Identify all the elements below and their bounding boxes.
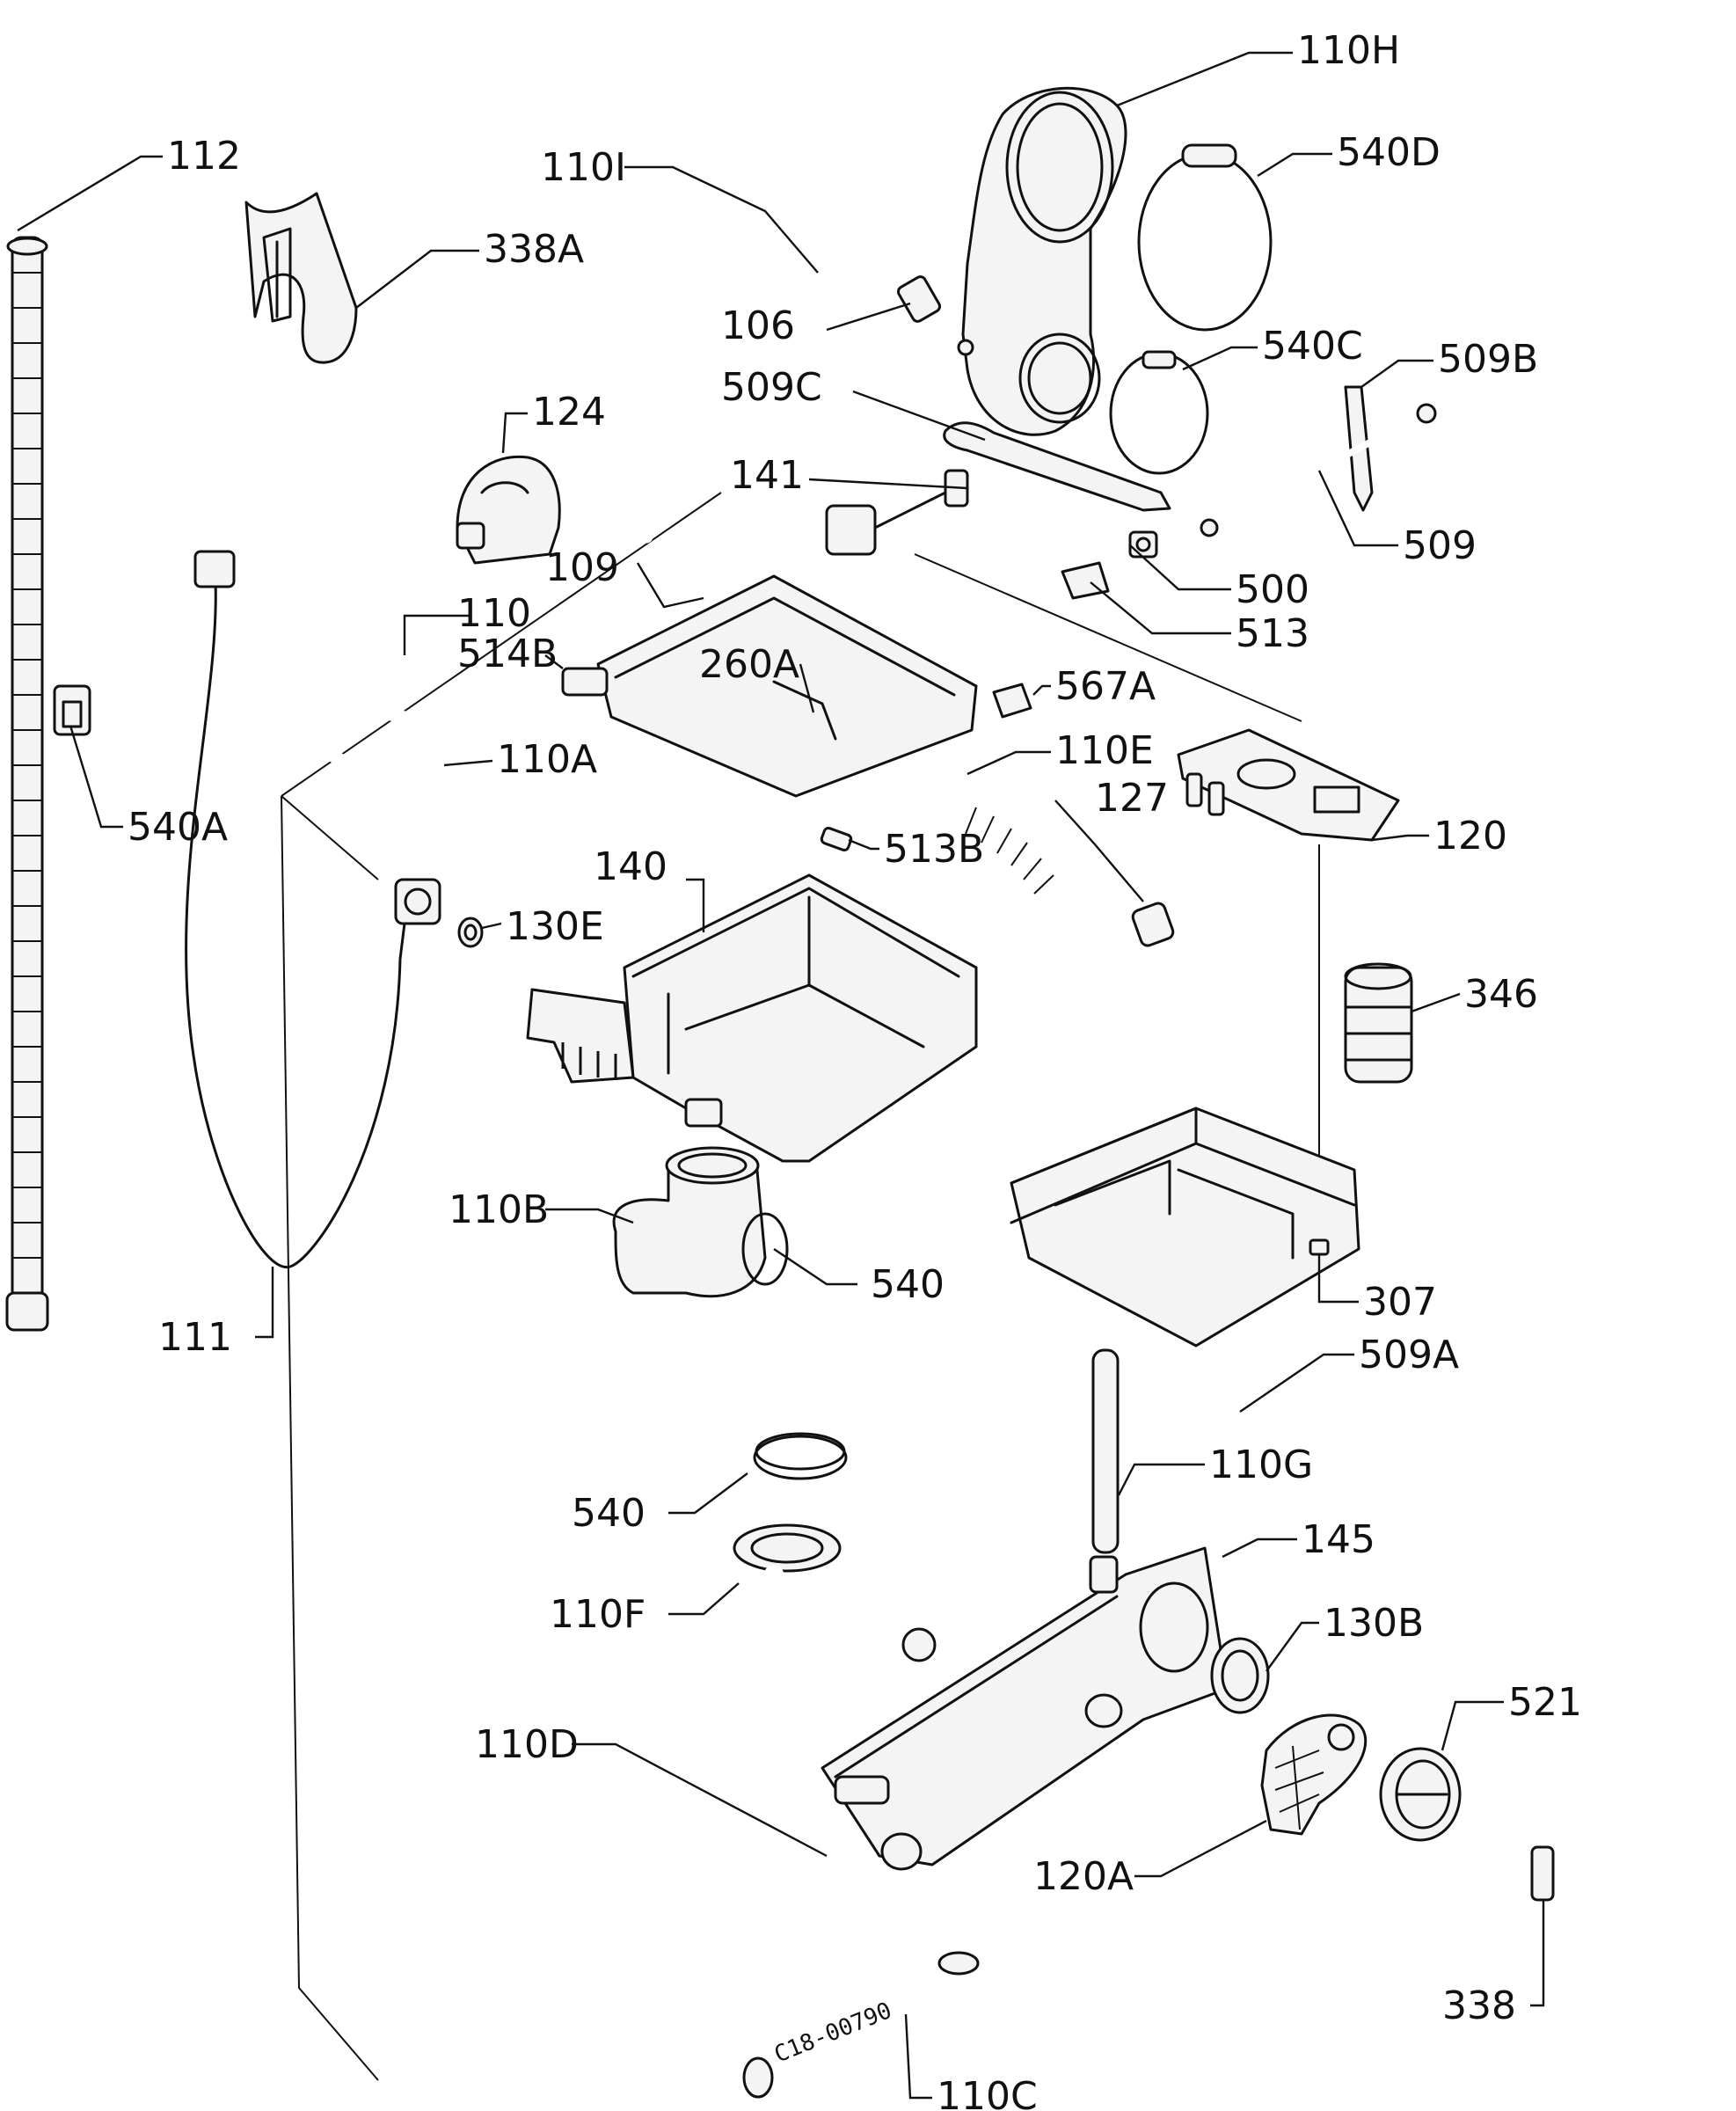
label-110I: 110I: [541, 145, 626, 190]
part-109-frame: [561, 574, 978, 798]
part-106-connector: [896, 275, 942, 323]
label-338A: 338A: [484, 227, 584, 272]
cabinet-outline: [281, 492, 1320, 2081]
label-109: 109: [545, 545, 619, 590]
label-500: 500: [1236, 567, 1309, 612]
label-140: 140: [594, 844, 667, 889]
label-540-lower: 540: [572, 1491, 646, 1536]
label-110B: 110B: [449, 1187, 549, 1232]
part-112-corrugated-hose: [5, 236, 49, 1332]
label-120A: 120A: [1033, 1854, 1134, 1899]
label-120: 120: [1433, 814, 1507, 858]
label-346: 346: [1464, 972, 1538, 1017]
part-338-clip: [1530, 1845, 1555, 1902]
part-labels: 110H 540D 112 110I 338A 106 540C 509B 50…: [128, 28, 1582, 2111]
label-509A: 509A: [1359, 1333, 1459, 1377]
label-260A: 260A: [699, 642, 799, 687]
label-110E: 110E: [1055, 728, 1154, 773]
label-112: 112: [167, 134, 241, 179]
part-509A-rod: [1035, 1299, 1238, 1414]
label-111: 111: [158, 1315, 232, 1360]
label-540C: 540C: [1262, 324, 1363, 369]
part-540-clamp-upper: [741, 1212, 789, 1286]
part-110D-hose: [761, 1852, 844, 1997]
label-338: 338: [1442, 1983, 1516, 2028]
part-110H-housing: [957, 86, 1127, 436]
part-111-inlet-hose: [185, 550, 441, 1269]
part-509C-arm: [943, 421, 1171, 512]
leader-lines: [17, 51, 1545, 2100]
part-513B-clip: [820, 826, 853, 852]
part-110A-hose: [298, 683, 574, 825]
label-110G: 110G: [1209, 1443, 1313, 1487]
label-106: 106: [721, 303, 795, 348]
label-110F: 110F: [550, 1592, 646, 1637]
part-110B-elbow: [612, 1146, 767, 1298]
label-513: 513: [1236, 611, 1309, 656]
part-120-lid: [1177, 728, 1400, 842]
label-540A: 540A: [128, 805, 228, 850]
part-110F-funnel: [733, 1523, 937, 1669]
part-567A-plate: [992, 683, 1032, 719]
part-540A-clip: [53, 684, 91, 736]
part-540D-clamp: [1137, 143, 1273, 332]
label-145: 145: [1302, 1517, 1375, 1562]
part-120A-filter: [1260, 1713, 1368, 1836]
part-110I-hose: [631, 177, 922, 544]
part-110-hose: [293, 602, 561, 730]
part-521-cap: [1379, 1747, 1462, 1842]
part-130E-washer: [457, 917, 484, 948]
part-500-switch: [1128, 530, 1158, 559]
part-110E-corrugated-hose: [924, 797, 1112, 939]
label-307: 307: [1363, 1280, 1437, 1325]
part-540-clamp-lower: [753, 1432, 848, 1480]
part-130B-ring: [1210, 1637, 1270, 1714]
label-521: 521: [1508, 1680, 1582, 1725]
label-124: 124: [532, 390, 606, 435]
label-509C: 509C: [721, 365, 822, 410]
label-110H: 110H: [1297, 28, 1400, 73]
part-127-connector: [1131, 902, 1210, 1167]
label-141: 141: [730, 453, 804, 498]
part-140-dispenser-housing: [526, 873, 978, 1163]
label-567A: 567A: [1055, 664, 1156, 709]
part-346-bellows: [1344, 962, 1413, 1084]
label-130B: 130B: [1324, 1601, 1424, 1646]
part-338A-hose-guide: [244, 192, 358, 364]
label-540D: 540D: [1337, 130, 1441, 175]
label-514B: 514B: [457, 632, 558, 676]
part-540C-clamp: [1109, 350, 1209, 475]
part-145-chamber: [821, 1546, 1229, 1871]
part-110G-hose: [1091, 1348, 1120, 1554]
label-509: 509: [1403, 523, 1477, 568]
label-540-upper: 540: [871, 1262, 945, 1307]
part-509-rod: [1200, 403, 1437, 537]
label-509B: 509B: [1438, 337, 1538, 382]
part-110C-hose: [742, 1951, 980, 2099]
part-141-valve: [825, 469, 969, 556]
label-127: 127: [1095, 776, 1169, 821]
part-513-bracket: [1061, 561, 1110, 600]
label-110: 110: [457, 591, 531, 636]
label-110D: 110D: [475, 1722, 579, 1767]
label-513B: 513B: [884, 827, 984, 872]
label-130E: 130E: [506, 904, 604, 949]
label-110C: 110C: [937, 2074, 1038, 2111]
part-307-drawer: [1010, 1107, 1360, 1348]
label-110A: 110A: [497, 737, 597, 782]
part-124-cover: [456, 455, 561, 565]
